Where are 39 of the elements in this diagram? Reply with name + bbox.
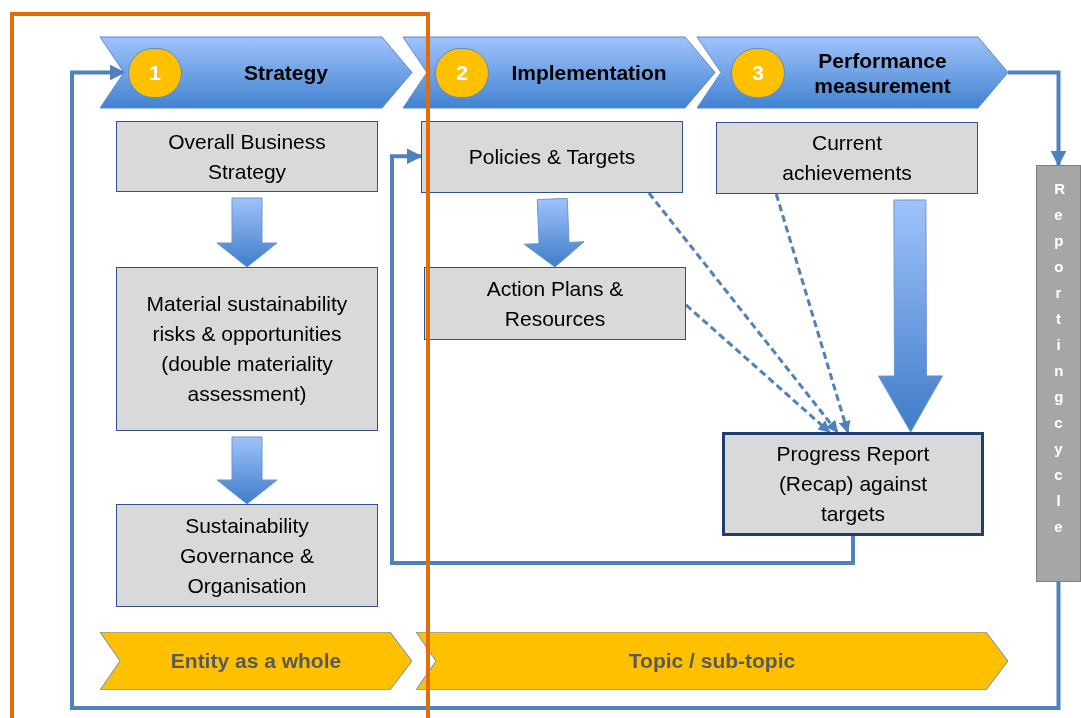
node-label: 2 — [456, 60, 468, 87]
node-label: Reporting cycle — [1054, 179, 1063, 537]
node-label: Overall Business Strategy — [167, 128, 327, 185]
node-label: Performance measurement — [813, 47, 952, 98]
report-box — [722, 432, 984, 536]
dashed-arrow — [685, 303, 831, 434]
process-box — [421, 121, 683, 193]
dashed-arrow — [774, 193, 851, 434]
process-box — [116, 504, 378, 607]
arrow — [1008, 70, 1067, 167]
block-arrow — [216, 197, 278, 268]
scope-banner — [416, 632, 1008, 690]
process-box — [116, 121, 378, 192]
node-label: Strategy — [244, 60, 328, 85]
arrow — [70, 64, 1061, 710]
arrow — [390, 148, 855, 565]
process-box — [716, 122, 978, 194]
node-label: 3 — [752, 60, 764, 87]
scope-banner — [100, 632, 412, 690]
node-label: 1 — [149, 60, 161, 87]
block-arrow — [216, 436, 278, 505]
node-label: Material sustainability risks & opportunities (double materiality assessment) — [145, 291, 349, 407]
node-label: Sustainability Governance & Organisation — [178, 512, 316, 599]
node-label: Progress Report (Recap) against targets — [775, 441, 931, 527]
node-label: Current achievements — [781, 130, 913, 186]
cycle-bar — [1036, 165, 1081, 582]
process-box — [116, 267, 378, 431]
process-box — [424, 267, 686, 340]
block-arrow — [877, 199, 943, 433]
node-label: Policies & Targets — [468, 144, 636, 170]
phase-banner — [697, 37, 1008, 108]
node-label: Implementation — [511, 60, 667, 85]
dashed-arrow — [647, 192, 839, 433]
node-label: Entity as a whole — [170, 648, 342, 675]
node-label: Action Plans & Resources — [485, 275, 625, 332]
phase-banner — [100, 37, 412, 108]
phase-banner — [403, 37, 715, 108]
block-arrow — [523, 197, 585, 268]
node-label: Topic / sub-topic — [628, 648, 796, 675]
